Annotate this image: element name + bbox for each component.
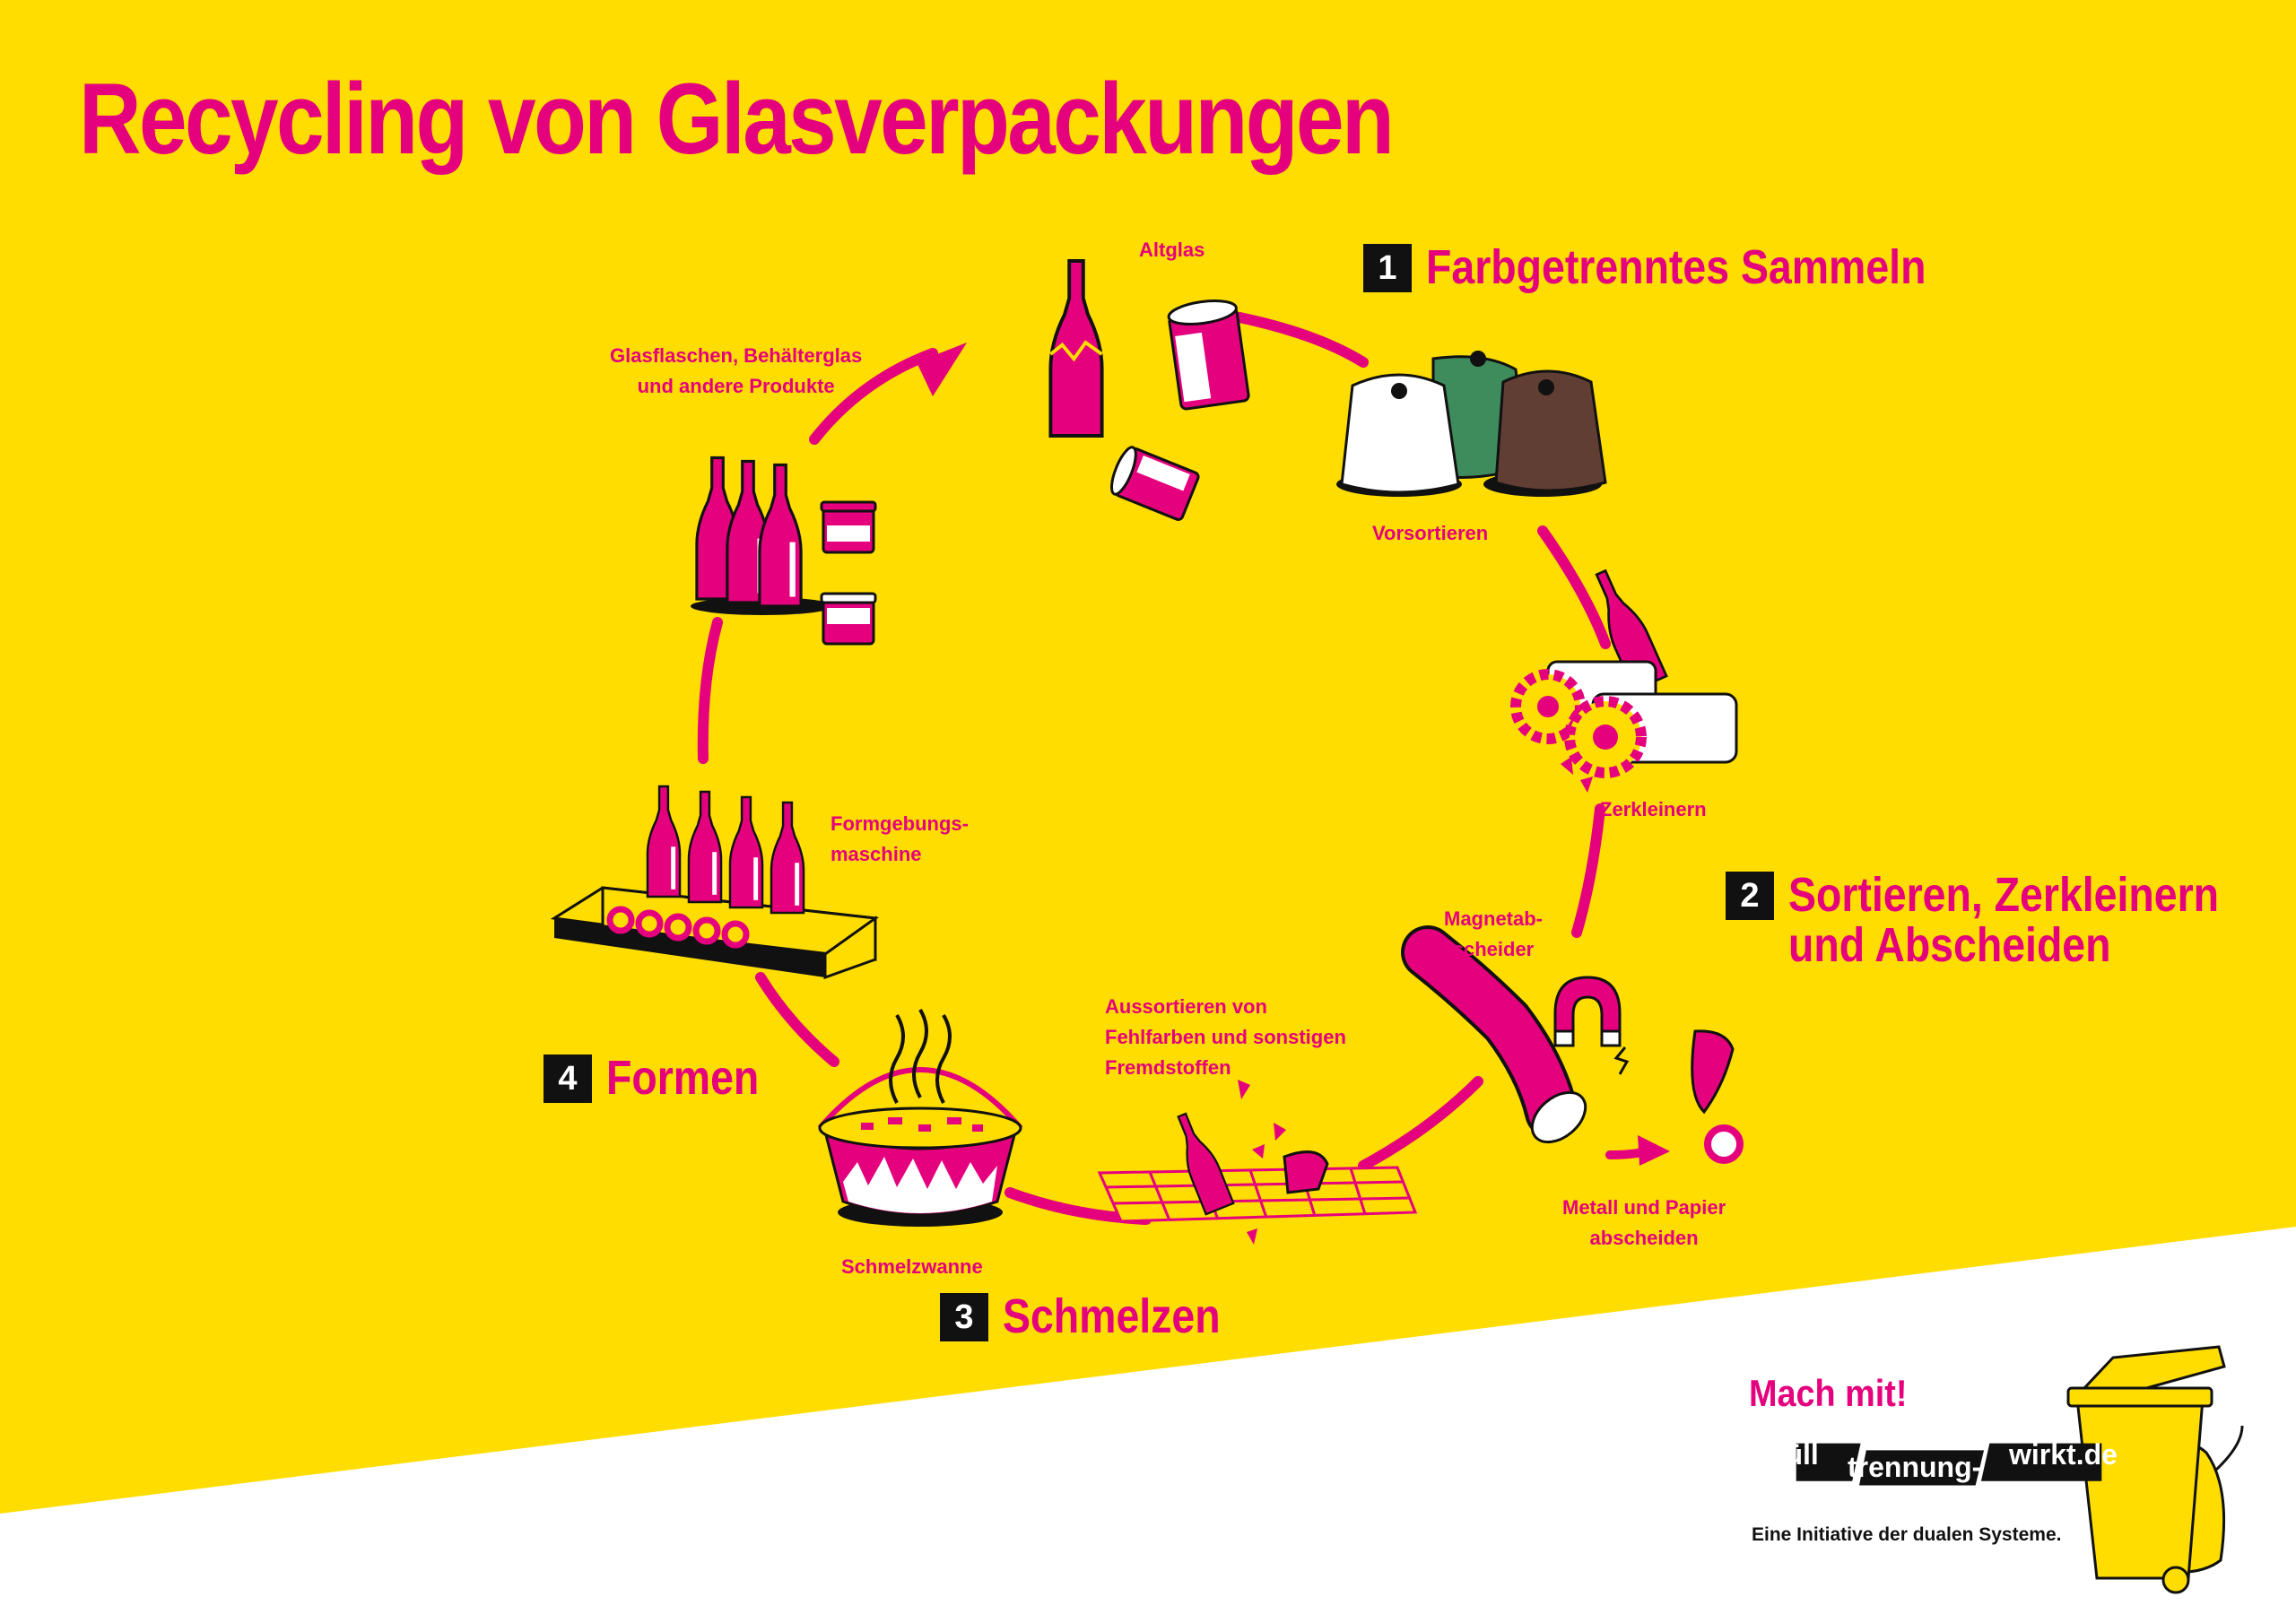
step-number: 2 (1726, 872, 1774, 920)
label-line: Fremdstoffen (1105, 1056, 1231, 1079)
arc-forming-to-products (697, 617, 723, 764)
label-line: Magnetab- (1444, 907, 1543, 930)
cycle-arcs (697, 312, 1611, 1225)
step-4: 4 Formen (544, 1053, 784, 1103)
label-aussortieren: Aussortieren von Fehlfarben und sonstige… (1105, 992, 1346, 1083)
label-line: Glasflaschen, Behälterglas (610, 344, 863, 367)
arc-magnet-to-sorting (1358, 1076, 1483, 1171)
label-line: Formgebungs- (831, 812, 969, 835)
label-altglas: Altglas (1139, 235, 1205, 265)
step-title-line: Sortieren, Zerkleinern (1788, 868, 2220, 922)
step-number: 3 (940, 1293, 988, 1341)
step-title-line: Formen (606, 1051, 760, 1105)
arc-melt-to-forming (755, 972, 839, 1067)
products-icon (691, 456, 877, 646)
logo-part: wirkt.de (2009, 1438, 2118, 1471)
label-line: und andere Produkte (637, 375, 835, 397)
label-line: Zerkleinern (1600, 798, 1707, 820)
step-3: 3 Schmelzen (940, 1291, 1256, 1341)
step-title: Schmelzen (1003, 1291, 1221, 1341)
glass-bin-icon (1336, 351, 1607, 497)
step-title-line: Farbgetrenntes Sammeln (1426, 240, 1926, 294)
initiative-text: Eine Initiative der dualen Systeme. (1752, 1524, 2062, 1545)
label-magnetabscheider: Magnetab- scheider (1444, 904, 1543, 965)
label-produkte: Glasflaschen, Behälterglas und andere Pr… (610, 341, 862, 402)
step-1: 1 Farbgetrenntes Sammeln (1363, 242, 2007, 292)
magnet-icon (1401, 925, 1744, 1164)
logo-part: müll (1760, 1438, 1819, 1471)
label-schmelzwanne: Schmelzwanne (841, 1252, 983, 1282)
label-line: maschine (831, 843, 922, 865)
label-line: Vorsortieren (1372, 522, 1489, 544)
muelltrennung-logo[interactable] (1753, 1442, 2144, 1487)
label-line: Aussortieren von (1105, 995, 1267, 1018)
step-title: Farbgetrenntes Sammeln (1426, 242, 1926, 292)
label-line: Metall und Papier (1562, 1196, 1726, 1219)
step-title: Sortieren, Zerkleinern und Abscheiden (1788, 870, 2219, 970)
page-title: Recycling von Glasverpackungen (79, 63, 1395, 175)
step-title-line: und Abscheiden (1788, 918, 2111, 972)
arc-altglas-to-bins (1234, 312, 1369, 368)
arc-crusher-to-magnet (1571, 803, 1605, 938)
label-line: Altglas (1139, 239, 1205, 261)
step-title: Formen (606, 1053, 759, 1103)
step-title-line: Schmelzen (1003, 1289, 1221, 1343)
arrow-icon (1638, 1135, 1670, 1166)
waste-bin-icon (2066, 1345, 2244, 1594)
step-2: 2 Sortieren, Zerkleinern und Abscheiden (1726, 870, 2289, 970)
label-vorsortieren: Vorsortieren (1372, 518, 1488, 549)
forming-machine-icon (550, 785, 880, 980)
label-zerkleinern: Zerkleinern (1600, 794, 1707, 825)
sorting-grid-icon (1097, 1080, 1418, 1245)
label-line: abscheiden (1589, 1227, 1699, 1249)
step-number: 4 (544, 1055, 592, 1103)
crusher-icon (1510, 568, 1738, 793)
label-line: Schmelzwanne (841, 1255, 983, 1278)
label-metall-papier: Metall und Papier abscheiden (1562, 1193, 1726, 1254)
call-to-action: Mach mit! (1749, 1372, 1908, 1414)
altglas-icon (1048, 259, 1250, 521)
label-formgebung: Formgebungs- maschine (831, 809, 969, 870)
melting-tank-icon (817, 1008, 1023, 1227)
label-line: Fehlfarben und sonstigen (1105, 1026, 1346, 1048)
step-number: 1 (1363, 244, 1412, 292)
arc-products-to-altglas (809, 348, 938, 445)
logo-part: trennung- (1848, 1451, 1982, 1483)
arrow-icon (917, 343, 967, 396)
arc-bins-to-crusher (1537, 525, 1611, 649)
label-line: scheider (1452, 938, 1535, 960)
